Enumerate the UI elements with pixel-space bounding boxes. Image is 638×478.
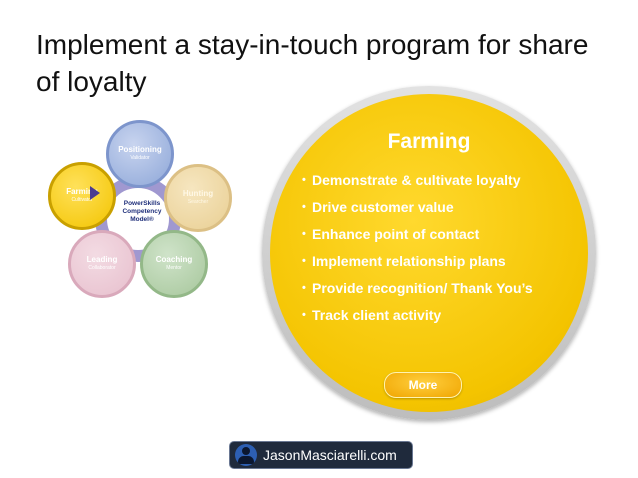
petal-sub: Validator: [130, 155, 150, 161]
list-item: • Implement relationship plans: [302, 253, 572, 270]
list-item: • Enhance point of contact: [302, 226, 572, 243]
petal-coaching[interactable]: Coaching Mentor: [140, 230, 208, 298]
petal-sub: Searcher: [187, 199, 209, 205]
farming-callout-inner: Farming • Demonstrate & cultivate loyalt…: [270, 94, 588, 412]
list-item-text: Demonstrate & cultivate loyalty: [312, 172, 521, 188]
person-icon: [235, 444, 257, 466]
list-item-text: Track client activity: [312, 307, 442, 323]
list-item: • Drive customer value: [302, 199, 572, 216]
model-center-label: PowerSkills Competency Model®: [122, 200, 162, 223]
bullet-icon: •: [302, 228, 306, 240]
more-button[interactable]: More: [384, 372, 462, 398]
petal-positioning[interactable]: Positioning Validator: [106, 120, 174, 188]
list-item: • Demonstrate & cultivate loyalty: [302, 172, 572, 189]
petal-label: Leading: [86, 255, 118, 264]
petal-sub: Mentor: [166, 265, 182, 271]
petal-hunting[interactable]: Hunting Searcher: [164, 164, 232, 232]
competency-model-diagram: Positioning Validator Hunting Searcher C…: [40, 118, 240, 308]
farming-list: • Demonstrate & cultivate loyalty • Driv…: [302, 172, 572, 334]
list-item-text: Enhance point of contact: [312, 226, 480, 242]
slide-title: Implement a stay-in-touch program for sh…: [36, 29, 589, 97]
petal-label: Coaching: [155, 255, 193, 264]
list-item-text: Drive customer value: [312, 199, 454, 215]
petal-label: Positioning: [118, 145, 162, 154]
petal-label: Farming: [66, 187, 98, 196]
arrow-icon: [90, 186, 100, 200]
bullet-icon: •: [302, 255, 306, 267]
petal-label: Hunting: [182, 189, 214, 198]
bullet-icon: •: [302, 309, 306, 321]
farming-title: Farming: [387, 130, 471, 153]
petal-sub: Cultivator: [71, 197, 93, 203]
petal-leading[interactable]: Leading Collaborator: [68, 230, 136, 298]
list-item: • Provide recognition/ Thank You’s: [302, 280, 572, 297]
petal-sub: Collaborator: [88, 265, 116, 271]
farming-callout-circle: Farming • Demonstrate & cultivate loyalt…: [262, 86, 596, 420]
list-item-text: Provide recognition/ Thank You’s: [312, 280, 533, 296]
list-item-text: Implement relationship plans: [312, 253, 506, 269]
list-item: • Track client activity: [302, 307, 572, 324]
website-link-text: JasonMasciarelli.com: [263, 447, 397, 463]
website-badge[interactable]: JasonMasciarelli.com: [229, 441, 413, 469]
petal-farming[interactable]: Farming Cultivator: [48, 162, 116, 230]
bullet-icon: •: [302, 282, 306, 294]
bullet-icon: •: [302, 174, 306, 186]
bullet-icon: •: [302, 201, 306, 213]
